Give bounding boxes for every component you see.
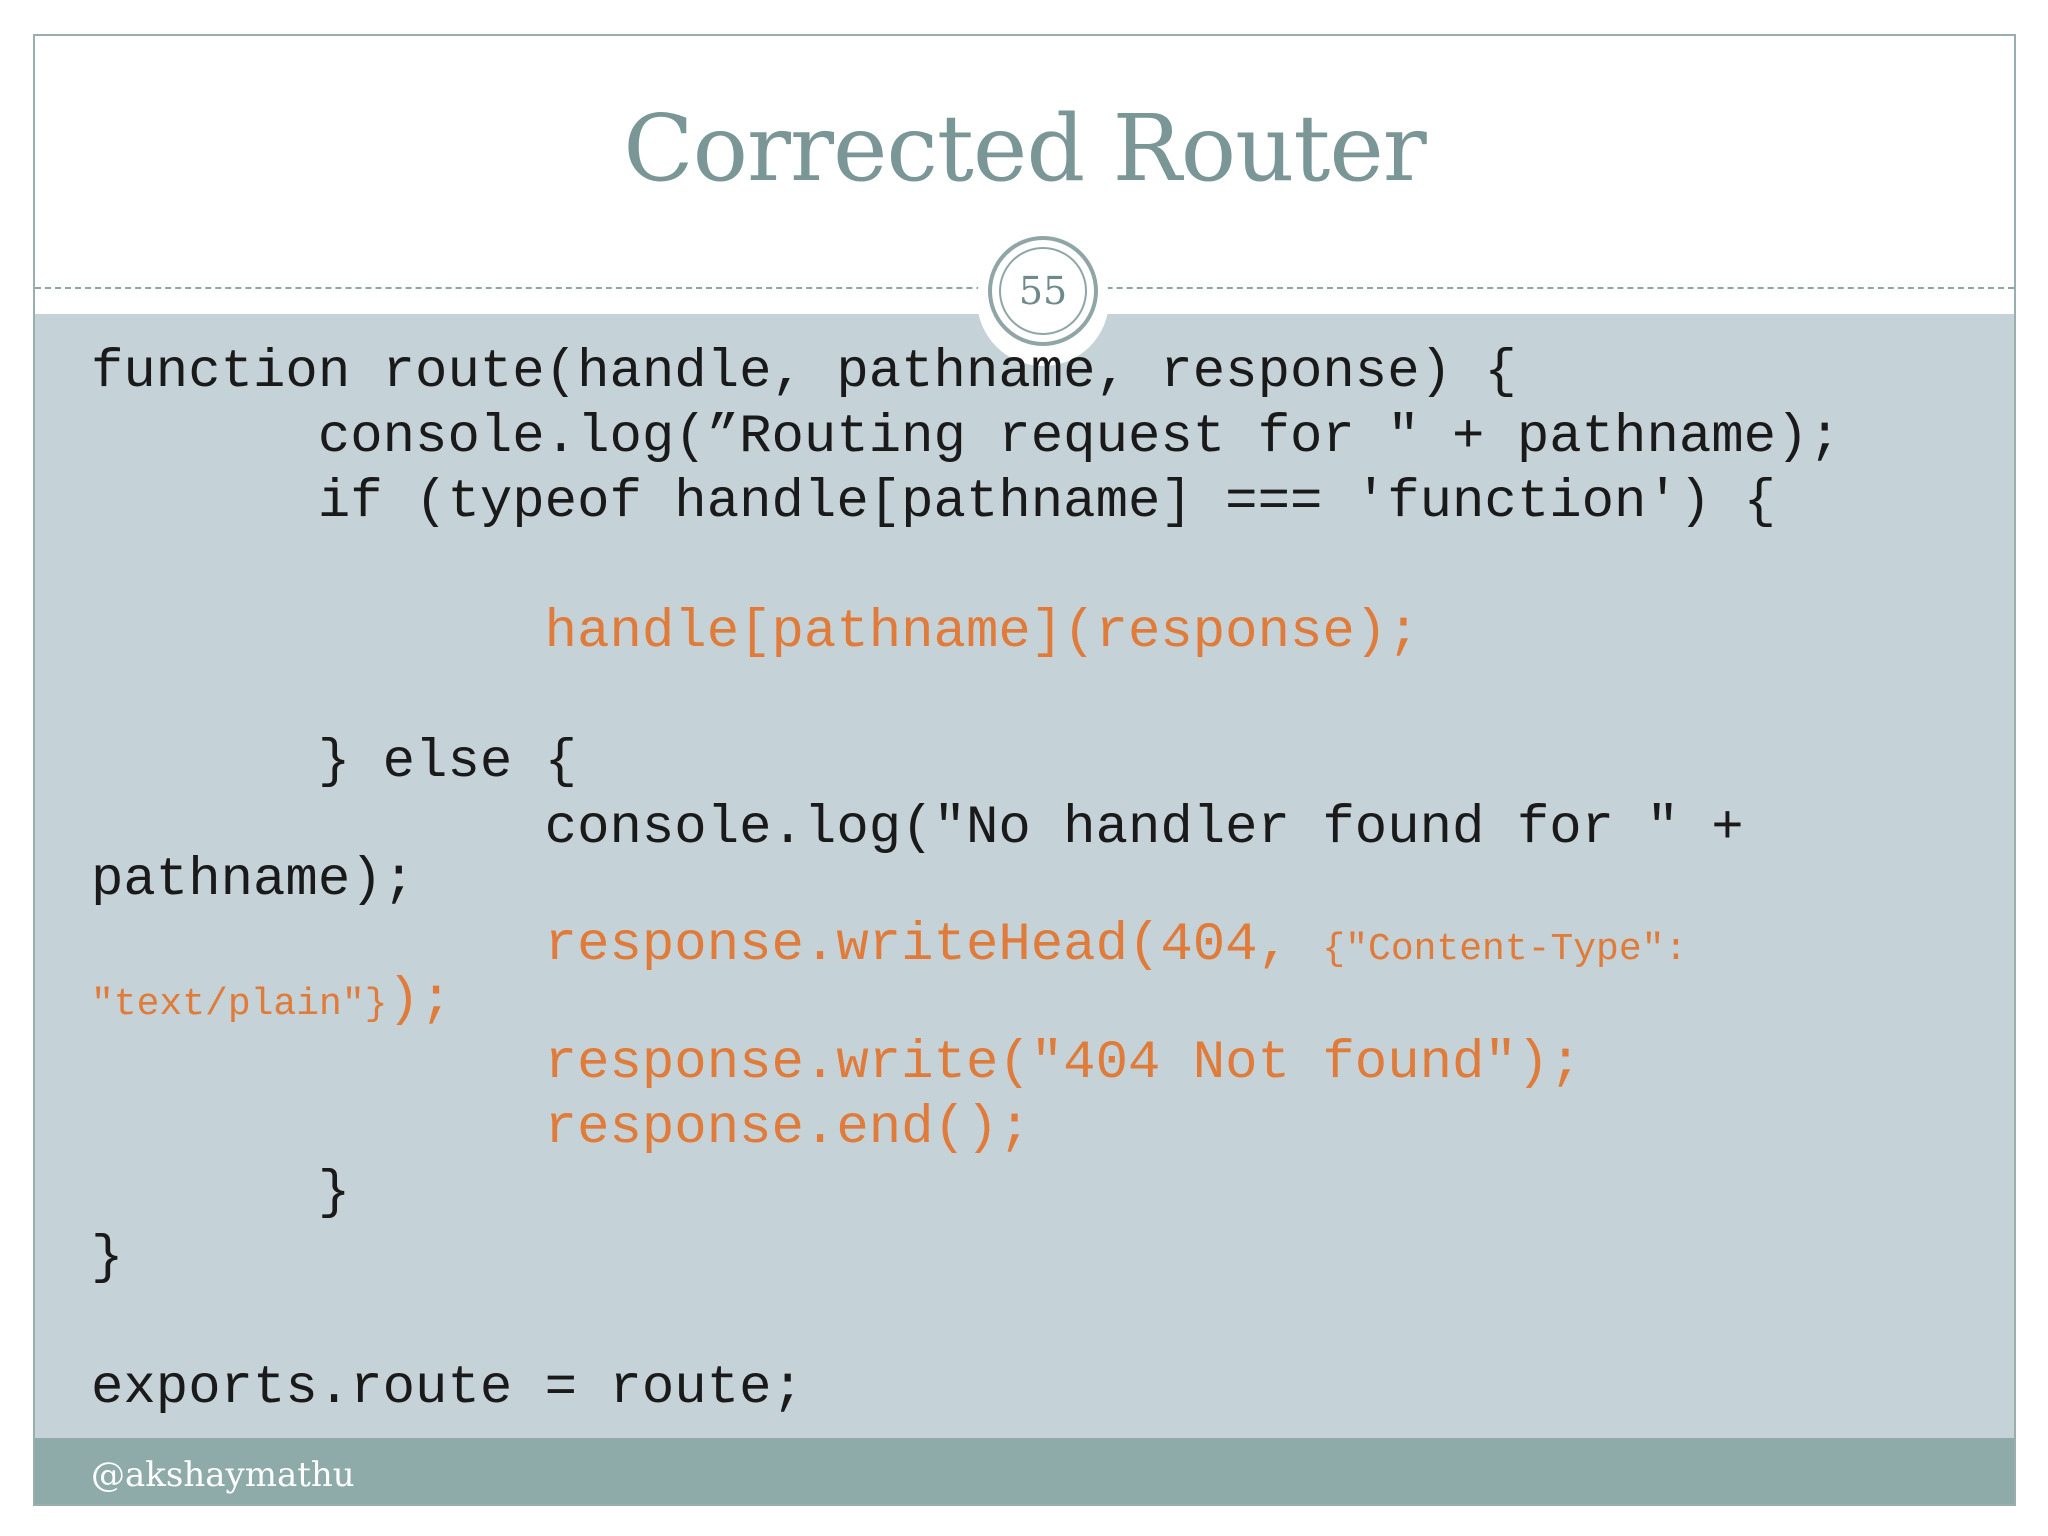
code-line-highlighted: handle[pathname](response);	[91, 602, 1420, 663]
code-line: pathname);	[91, 850, 416, 911]
content-area	[35, 314, 2014, 1438]
page-number: 55	[999, 247, 1087, 335]
code-line-highlighted: "text/plain"});	[91, 974, 452, 1028]
code-line-highlighted: response.end();	[91, 1098, 1031, 1159]
code-line-highlighted: response.write("404 Not found");	[91, 1033, 1582, 1094]
code-line: }	[91, 1228, 124, 1289]
code-line: exports.route = route;	[91, 1358, 804, 1419]
slide-title: Corrected Router	[623, 95, 1427, 202]
code-line: } else {	[91, 732, 578, 793]
slide: Corrected Router 55 function route(handl…	[33, 34, 2016, 1506]
code-line-highlighted: response.writeHead(404, {"Content-Type":	[91, 919, 1688, 973]
code-segment: response.writeHead(404,	[91, 915, 1323, 976]
code-line: }	[91, 1163, 351, 1224]
code-segment-small: "text/plain"}	[91, 983, 388, 1026]
page-badge: 55	[988, 236, 1098, 346]
code-line: function route(handle, pathname, respons…	[91, 342, 1517, 403]
code-line: console.log(”Routing request for " + pat…	[91, 407, 1841, 468]
code-line: if (typeof handle[pathname] === 'functio…	[91, 472, 1777, 533]
code-segment-small: {"Content-Type":	[1322, 928, 1688, 971]
footer-bar: @akshaymathu	[35, 1438, 2014, 1504]
footer-author: @akshaymathu	[91, 1455, 355, 1495]
code-segment: );	[387, 970, 453, 1031]
code-line: console.log("No handler found for " +	[91, 798, 1744, 859]
